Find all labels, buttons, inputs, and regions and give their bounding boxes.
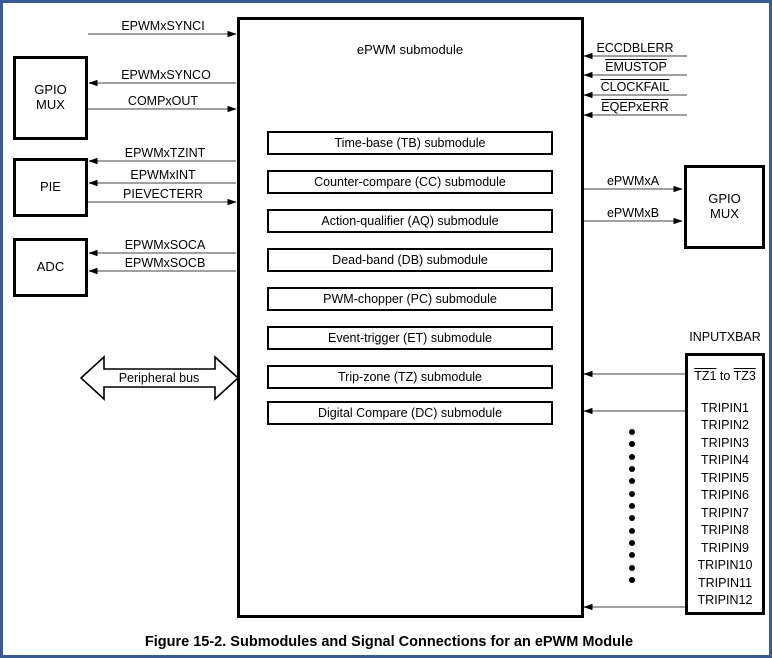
ellipsis-dot: [629, 527, 635, 534]
ellipsis-dot: [629, 441, 635, 448]
block-gpio-mux-left[interactable]: GPIO MUX: [13, 56, 88, 140]
submodule-event-trigger[interactable]: Event-trigger (ET) submodule: [267, 326, 553, 350]
inputxbar-entry-tripin5: TRIPIN5: [701, 470, 749, 485]
signal-label-compxout: COMPxOUT: [127, 94, 199, 108]
signal-label-clockfail: CLOCKFAIL: [600, 80, 670, 94]
inputxbar-entry-tripin12: TRIPIN12: [697, 593, 753, 607]
inputxbar-entry-tripin8: TRIPIN8: [701, 523, 749, 537]
inputxbar-entry-tripin1: TRIPIN1: [701, 400, 749, 415]
submodule-label: Time-base (TB) submodule: [334, 136, 486, 150]
block-label-line1: GPIO: [708, 191, 741, 207]
inputxbar-entry-tripin2: TRIPIN2: [701, 418, 749, 432]
ellipsis-dot: [629, 465, 635, 472]
ellipsis-dot: [629, 453, 635, 460]
ellipsis-dot: [629, 515, 635, 522]
inputxbar-entry-tz: TZ1 to TZ3: [688, 368, 762, 386]
submodule-label: Digital Compare (DC) submodule: [317, 406, 503, 420]
block-label-line1: ADC: [36, 259, 65, 275]
inputxbar-title: INPUTXBAR: [689, 330, 761, 344]
submodule-pwm-chopper[interactable]: PWM-chopper (PC) submodule: [267, 287, 553, 311]
ellipsis-dot: [629, 429, 635, 435]
inputxbar-entry-tripin7: TRIPIN7: [701, 505, 749, 520]
signal-label-epwmxsoca: EPWMxSOCA: [124, 238, 206, 252]
inputxbar-tz-high: TZ3: [733, 369, 756, 383]
submodule-action-qualifier[interactable]: Action-qualifier (AQ) submodule: [267, 209, 553, 233]
ellipsis-dot: [629, 576, 635, 583]
inputxbar-entry-tripin4: TRIPIN4: [701, 453, 749, 467]
inputxbar-tz-low: TZ1: [694, 369, 717, 383]
block-label-line2: MUX: [36, 97, 65, 112]
submodule-trip-zone[interactable]: Trip-zone (TZ) submodule: [267, 365, 553, 389]
submodule-label: Counter-compare (CC) submodule: [314, 175, 506, 189]
signal-label-eqepxerr: EQEPxERR: [601, 100, 669, 114]
ellipsis-dots: [628, 429, 636, 583]
signal-wires: [79, 30, 687, 611]
inputxbar-tz-sep: to: [716, 369, 734, 383]
inputxbar-block[interactable]: TZ1 to TZ3 TRIPIN1 TRIPIN2 TRIPIN3 TRIPI…: [685, 353, 765, 615]
block-pie[interactable]: PIE: [13, 158, 88, 217]
diagram-canvas: ePWM submodule Time-base (TB) submodule …: [3, 3, 769, 655]
block-label-line2: MUX: [710, 206, 739, 221]
signal-label-pievecterr: PIEVECTERR: [123, 187, 203, 201]
submodule-dead-band[interactable]: Dead-band (DB) submodule: [267, 248, 553, 272]
figure-caption: Figure 15-2. Submodules and Signal Conne…: [144, 634, 634, 650]
peripheral-bus-label: Peripheral bus: [118, 371, 200, 385]
block-label-line1: GPIO: [34, 82, 67, 98]
signal-label-epwmxint: EPWMxINT: [130, 168, 196, 182]
inputxbar-spacer: [688, 386, 762, 400]
ellipsis-dot: [629, 502, 635, 509]
submodule-label: Trip-zone (TZ) submodule: [337, 370, 483, 384]
submodule-digital-compare[interactable]: Digital Compare (DC) submodule: [267, 401, 553, 425]
signal-label-epwmxtzint: EPWMxTZINT: [124, 146, 206, 160]
signal-label-eccdblerr: ECCDBLERR: [596, 41, 674, 55]
inputxbar-entry-tripin10: TRIPIN10: [697, 558, 753, 572]
inputxbar-entry-tripin11: TRIPIN11: [698, 575, 752, 590]
submodule-counter-compare[interactable]: Counter-compare (CC) submodule: [267, 170, 553, 194]
submodule-label: Dead-band (DB) submodule: [332, 253, 488, 267]
signal-label-epwmxsynco: EPWMxSYNCO: [121, 68, 211, 82]
block-label-line1: PIE: [40, 179, 61, 195]
signal-label-epwmxa: ePWMxA: [606, 174, 660, 188]
epwm-block-title: ePWM submodule: [356, 42, 464, 57]
inputxbar-entry-tripin3: TRIPIN3: [701, 435, 749, 450]
inputxbar-entry-tripin6: TRIPIN6: [701, 488, 749, 502]
inputxbar-entry-tripin9: TRIPIN9: [701, 540, 749, 555]
ellipsis-dot: [629, 539, 635, 546]
signal-label-epwmxsocb: EPWMxSOCB: [124, 256, 206, 270]
signal-label-epwmxsynci: EPWMxSYNCI: [121, 19, 205, 33]
peripheral-bus-arrow: [79, 355, 240, 401]
submodule-label: PWM-chopper (PC) submodule: [323, 292, 497, 306]
block-adc[interactable]: ADC: [13, 238, 88, 297]
ellipsis-dot: [629, 564, 635, 571]
submodule-label: Event-trigger (ET) submodule: [328, 331, 492, 345]
epwm-submodule-block: [237, 17, 584, 618]
signal-label-emustop: EMUSTOP: [605, 60, 667, 74]
block-gpio-mux-right[interactable]: GPIO MUX: [684, 165, 765, 249]
ellipsis-dot: [629, 490, 635, 497]
submodule-time-base[interactable]: Time-base (TB) submodule: [267, 131, 553, 155]
signal-label-epwmxb: ePWMxB: [606, 206, 660, 220]
ellipsis-dot: [629, 478, 635, 485]
ellipsis-dot: [629, 552, 635, 559]
submodule-label: Action-qualifier (AQ) submodule: [321, 214, 499, 228]
